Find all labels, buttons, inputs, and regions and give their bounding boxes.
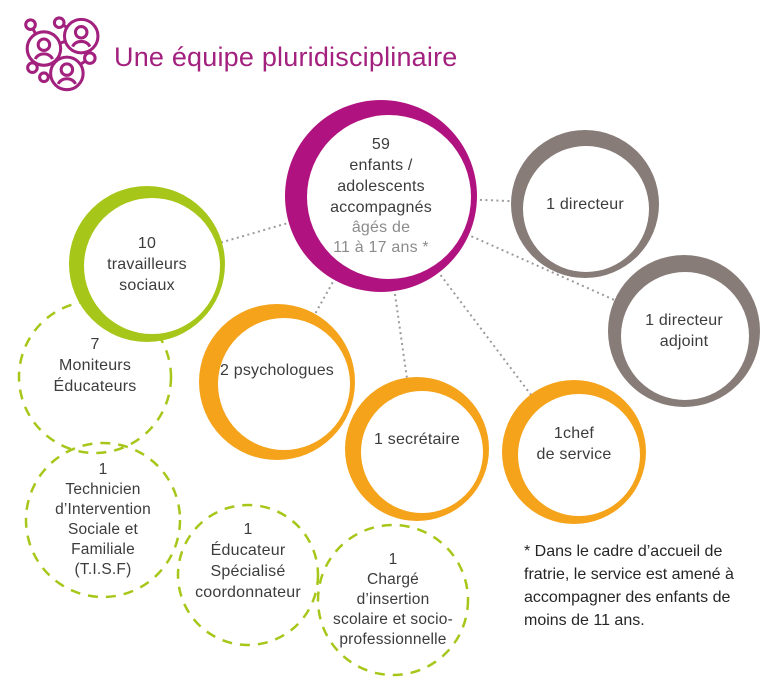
circle-label: 59 enfants / adolescents accompagnés âgé… [330, 136, 432, 256]
circle-chef-de-service: 1chef de service [502, 380, 646, 524]
circle-label: 1 directeur [546, 195, 624, 213]
footnote: * Dans le cadre d’accueil de fratrie, le… [524, 543, 734, 629]
ring [345, 377, 489, 521]
circle-label: 10 travailleurs sociaux [107, 234, 187, 294]
circle-moniteurs-educateurs: 7 Moniteurs Éducateurs [16, 298, 174, 456]
ring [69, 186, 225, 342]
circle-psychologues: 2 psychologues [199, 304, 355, 460]
connector-travailleurs [146, 195, 382, 265]
circle-label: 2 psychologues [220, 361, 334, 379]
network-people-icon [24, 16, 100, 92]
ring [285, 100, 477, 292]
circle-charge-insertion: 1 Chargé d’insertion scolaire et socio- … [315, 522, 471, 678]
dashed-ring [316, 523, 470, 677]
circle-label: 1 secrétaire [374, 430, 460, 448]
circle-secretaire: 1 secrétaire [345, 377, 489, 521]
ring [511, 130, 659, 278]
page-title: Une équipe pluridisciplinaire [114, 42, 458, 72]
circle-label: 1chef de service [536, 425, 612, 463]
circle-label: 1 Éducateur Spécialisé coordonnateur [195, 521, 301, 601]
circle-label: 1 Technicien d’Intervention Sociale et F… [55, 461, 151, 578]
circle-label: 7 Moniteurs Éducateurs [53, 335, 137, 395]
circle-travailleurs-sociaux: 10 travailleurs sociaux [69, 186, 225, 342]
dashed-ring [24, 441, 182, 599]
connector-chef [380, 195, 575, 453]
circle-enfants-accompagnes: 59 enfants / adolescents accompagnés âgé… [285, 100, 477, 292]
ring [502, 380, 646, 524]
circle-label: 1 Chargé d’insertion scolaire et socio- … [333, 551, 453, 648]
ring [608, 255, 760, 407]
dashed-ring [17, 299, 173, 455]
circle-educateur-specialise: 1 Éducateur Spécialisé coordonnateur [175, 502, 321, 648]
circle-directeur-adjoint: 1 directeur adjoint [608, 255, 760, 407]
ring [199, 304, 355, 460]
circle-technicien-tisf: 1 Technicien d’Intervention Sociale et F… [23, 440, 183, 600]
count: 59 [371, 136, 391, 153]
circle-label: 1 directeur adjoint [645, 312, 723, 350]
circle-directeur: 1 directeur [511, 130, 659, 278]
connector-secretaire [380, 195, 418, 450]
dashed-ring [176, 503, 320, 647]
